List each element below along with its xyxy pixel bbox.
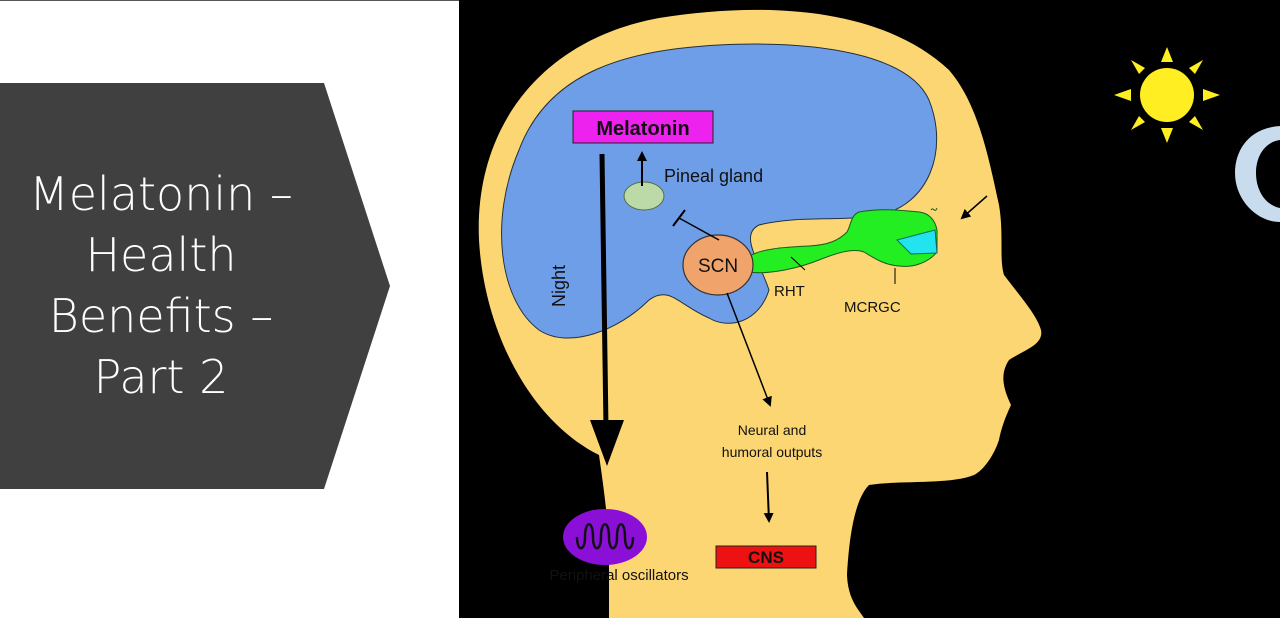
peripheral-oscillator <box>563 509 647 565</box>
label-peripheral-oscillators: Peripheral oscillators <box>549 567 688 584</box>
scn-inhibition-bar <box>672 209 686 227</box>
cns-box <box>715 545 817 569</box>
melatonin-box <box>572 110 714 144</box>
label-scn: SCN <box>698 256 738 277</box>
label-melatonin: Melatonin <box>596 118 689 140</box>
pineal-gland <box>623 181 665 211</box>
label-neural-outputs-line2: humoral outputs <box>722 444 822 460</box>
label-pineal-gland: Pineal gland <box>664 166 763 186</box>
slide-top-border <box>0 0 460 1</box>
label-mcrgc: MCRGC <box>844 299 901 316</box>
oscillator-wave <box>575 523 635 550</box>
sun-icon <box>1114 47 1220 143</box>
scn-inhibition-line <box>678 217 720 241</box>
label-cns: CNS <box>748 548 784 567</box>
eye-lash <box>930 207 938 211</box>
label-night: Night <box>549 265 569 307</box>
night-arrow-head <box>590 420 624 466</box>
night-arrow-shaft <box>599 153 609 429</box>
slide-title: Melatonin – Health Benefits – Part 2 <box>29 167 293 404</box>
moon-icon <box>1235 126 1280 222</box>
outputs-to-cns-arrow <box>763 471 774 523</box>
rht-tract <box>746 209 938 274</box>
scn-to-outputs-arrow <box>726 292 772 407</box>
melatonin-circadian-diagram: Melatonin Pineal gland SCN RHT MCRGC Nig… <box>459 0 1280 618</box>
light-arrow <box>960 195 988 220</box>
label-rht: RHT <box>774 283 805 300</box>
rht-leader <box>790 256 806 271</box>
label-neural-outputs-line1: Neural and <box>738 422 807 438</box>
title-chevron-shape <box>0 83 390 489</box>
retina <box>896 229 938 255</box>
scn-nucleus <box>682 234 754 296</box>
